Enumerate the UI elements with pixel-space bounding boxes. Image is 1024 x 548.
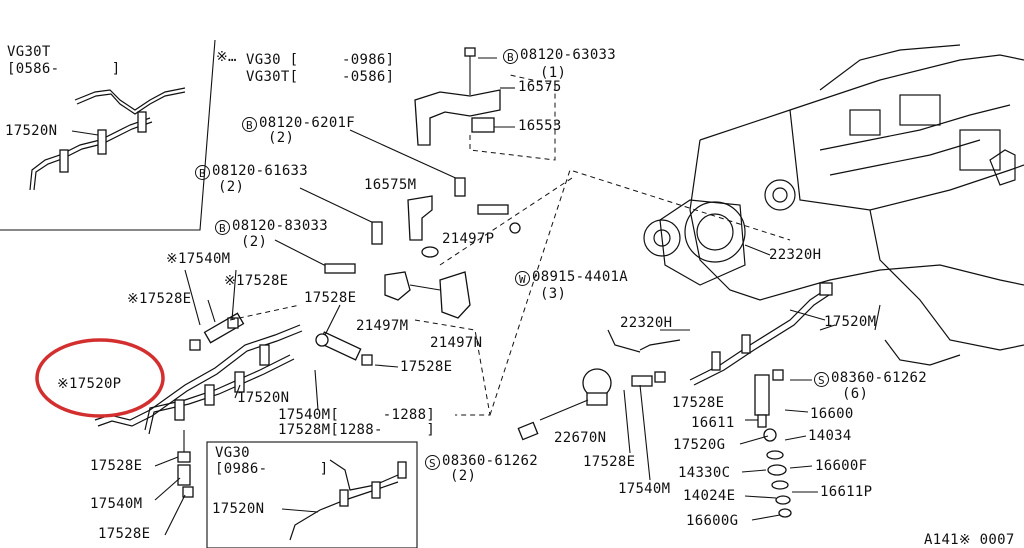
bolt-b2-number: 08120-6201F <box>259 115 356 131</box>
dash-main <box>489 169 791 416</box>
inset-vg30t-hose <box>29 87 186 191</box>
label-22320h: 22320H <box>620 315 673 331</box>
label-16575: 16575 <box>518 79 562 95</box>
label-14034: 14034 <box>808 428 852 444</box>
screw-s2-number: 08360-61262 <box>442 453 539 469</box>
washer-w1-qty: (3) <box>540 286 567 302</box>
bolt-b2-prefix: B <box>242 117 257 132</box>
inset-vg30t-range: [0586- ] <box>7 61 121 77</box>
washer-w1-prefix: W <box>515 271 530 286</box>
screw-s1-prefix: S <box>814 372 829 387</box>
inset-vg30-hose <box>281 459 407 541</box>
label-16553: 16553 <box>518 118 562 134</box>
label-17540m-star: ※17540M <box>166 251 231 267</box>
note-line1: VG30 [ -0986] <box>246 52 395 68</box>
label-17528e-star1: ※17528E <box>224 273 289 289</box>
dash-21497 <box>414 319 491 416</box>
label-17540m-left: 17540M <box>90 496 143 512</box>
screw-s2-qty: (2) <box>450 468 477 484</box>
bolt-b1-number: 08120-63033 <box>520 47 617 63</box>
label-17528e-c: 17528E <box>672 395 725 411</box>
screw-s1-number: 08360-61262 <box>831 370 928 386</box>
label-17528e-b: 17528E <box>400 359 453 375</box>
highlight-circle <box>35 338 165 418</box>
bolt-b4-number: 08120-83033 <box>232 218 329 234</box>
label-17540m-bottom: 17540M <box>618 481 671 497</box>
bolt-b1-prefix: B <box>503 49 518 64</box>
injector-rail <box>689 282 833 386</box>
label-17528e-a: 17528E <box>304 290 357 306</box>
bracket-21497n <box>439 271 471 319</box>
grommet-21497p <box>421 246 439 258</box>
label-17540m-range: 17540M[ -1288] <box>278 407 436 423</box>
label-17528e-left1: 17528E <box>90 458 143 474</box>
label-16575m: 16575M <box>364 177 417 193</box>
inset-vg30t-frame <box>0 39 216 231</box>
diagram-id: A141※ 0007 <box>924 532 1015 548</box>
label-17528m-range: 17528M[1288- ] <box>278 422 436 438</box>
clamps-left <box>154 430 194 536</box>
screw-s2-prefix: S <box>425 455 440 470</box>
note-line2: VG30T[ -0586] <box>246 69 395 85</box>
bolts-mid <box>324 177 521 274</box>
note-mark: ※… <box>216 49 237 65</box>
bracket-21497m <box>384 271 411 301</box>
label-17520g: 17520G <box>673 437 726 453</box>
leader-lines <box>184 269 836 411</box>
label-14024e: 14024E <box>683 488 736 504</box>
leader-b4 <box>274 239 331 269</box>
bolt-b3-qty: (2) <box>218 179 245 195</box>
label-22320h-engine: 22320H <box>769 247 822 263</box>
fuel-hose-17520p <box>94 324 303 435</box>
label-22670n: 22670N <box>554 430 607 446</box>
bolt-b1-qty: (1) <box>540 65 567 81</box>
bracket-16575 <box>414 47 515 146</box>
engine-block <box>643 44 1024 366</box>
label-21497m: 21497M <box>356 318 409 334</box>
label-17528e-star2: ※17528E <box>127 291 192 307</box>
label-21497p: 21497P <box>442 231 495 247</box>
inset-vg30-part: 17520N <box>212 501 265 517</box>
label-14330c: 14330C <box>678 465 731 481</box>
bolt-b2-qty: (2) <box>268 130 295 146</box>
screw-s1-qty: (6) <box>842 386 869 402</box>
label-17520p-star: ※17520P <box>57 376 122 392</box>
label-16611p: 16611P <box>820 484 873 500</box>
bolt-b3-prefix: B <box>195 165 210 180</box>
label-16600g: 16600G <box>686 513 739 529</box>
label-16600: 16600 <box>810 406 854 422</box>
label-16600f: 16600F <box>815 458 868 474</box>
bolt-b3-number: 08120-61633 <box>212 163 309 179</box>
inset-vg30t-model: VG30T <box>7 44 51 60</box>
hose-17540m <box>189 312 373 366</box>
inset-vg30-model: VG30 <box>215 445 250 461</box>
inset-vg30-frame <box>206 441 418 548</box>
bolt-b4-qty: (2) <box>241 234 268 250</box>
injector-stack <box>739 369 818 521</box>
bracket-16575m <box>407 195 433 241</box>
inset-vg30t-part: 17520N <box>5 123 58 139</box>
leader-b2 <box>349 129 461 181</box>
label-21497n: 21497N <box>430 335 483 351</box>
label-17520n-mid: 17520N <box>237 390 290 406</box>
label-17528e-d: 17528E <box>583 454 636 470</box>
washer-w1-number: 08915-4401A <box>532 269 629 285</box>
pressure-regulator <box>517 329 681 481</box>
label-16611: 16611 <box>691 415 735 431</box>
label-17528e-left2: 17528E <box>98 526 151 542</box>
inset-vg30-range: [0986- ] <box>215 461 329 477</box>
label-17520m: 17520M <box>824 314 877 330</box>
leader-b3 <box>299 187 379 226</box>
dash-bracket <box>469 74 556 161</box>
bolt-b4-prefix: B <box>215 220 230 235</box>
